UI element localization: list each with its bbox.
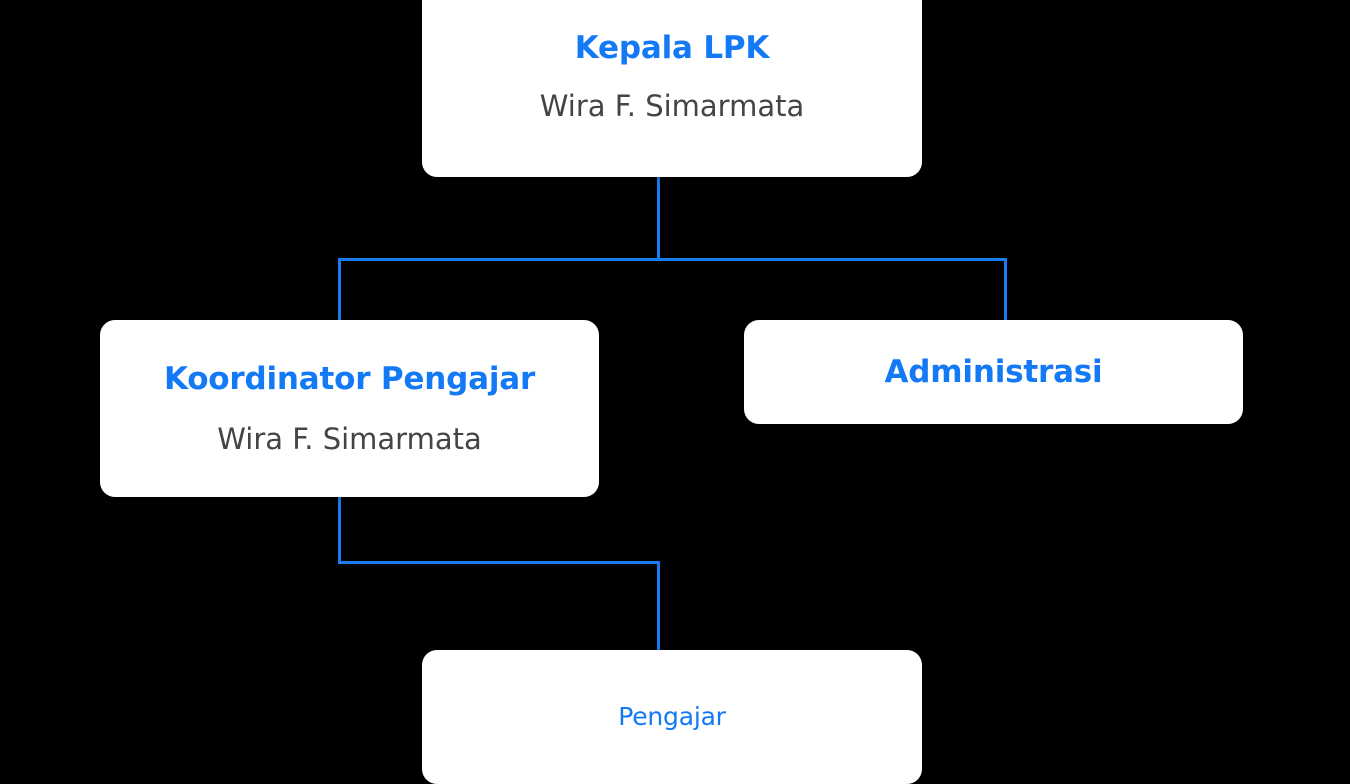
org-node-pengajar[interactable]: Pengajar [422, 650, 922, 784]
connector-drop-koordinator [338, 258, 341, 322]
org-node-subtitle: Wira F. Simarmata [217, 421, 482, 456]
org-node-title: Pengajar [618, 701, 726, 731]
org-chart-canvas: Kepala LPK Wira F. Simarmata Koordinator… [100, 0, 1243, 784]
org-node-administrasi[interactable]: Administrasi [744, 320, 1243, 424]
org-node-title: Kepala LPK [574, 30, 770, 66]
connector-level2-bar [338, 258, 1007, 261]
connector-level3-bar [338, 561, 660, 564]
connector-root-stem [657, 177, 660, 261]
org-node-kepala-lpk[interactable]: Kepala LPK Wira F. Simarmata [422, 0, 922, 177]
org-node-title: Administrasi [884, 353, 1103, 390]
org-node-subtitle: Wira F. Simarmata [539, 88, 805, 123]
org-node-koordinator-pengajar[interactable]: Koordinator Pengajar Wira F. Simarmata [100, 320, 599, 497]
org-node-title: Koordinator Pengajar [163, 361, 536, 397]
connector-koordinator-stem [338, 497, 341, 564]
connector-drop-pengajar [657, 561, 660, 652]
connector-drop-administrasi [1004, 258, 1007, 322]
